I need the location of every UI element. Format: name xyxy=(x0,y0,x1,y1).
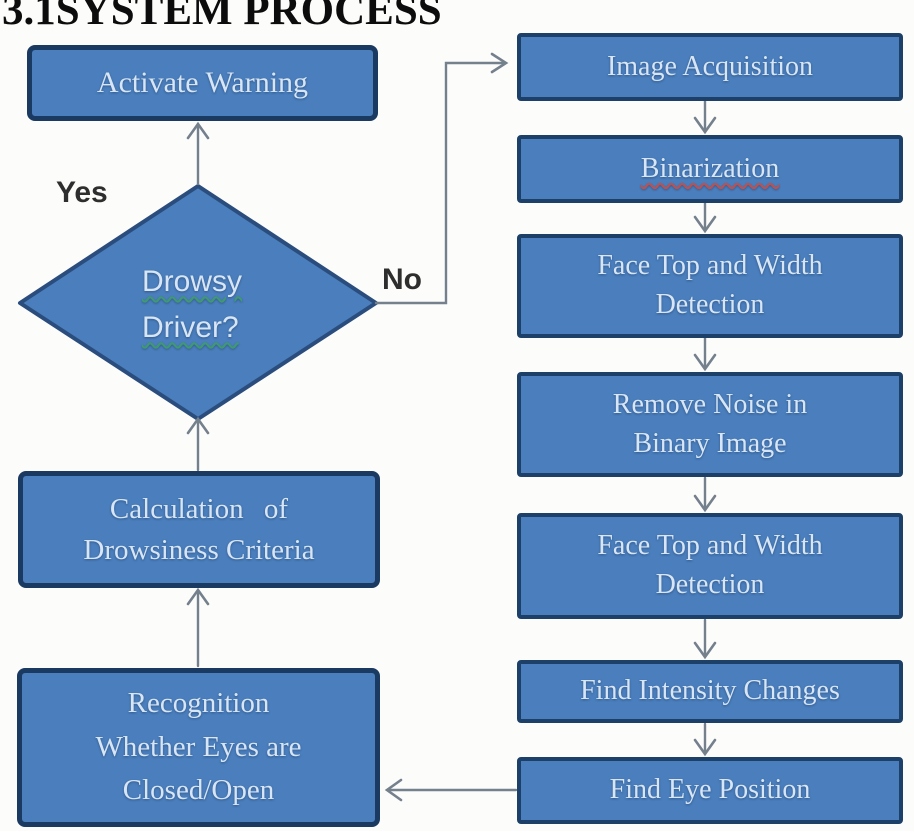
node-label-line-1: Calculation of xyxy=(109,493,289,526)
node-calculation: Calculation of Drowsiness Criteria xyxy=(18,471,380,588)
node-face-top-width-1: Face Top and Width Detection xyxy=(517,234,903,338)
arrowhead-up-activate-icon xyxy=(186,121,210,140)
arrowhead-left-recognition-icon xyxy=(384,778,403,802)
arrowhead-up-calculation-icon xyxy=(186,587,210,606)
arrowhead-up-decision-icon xyxy=(186,416,210,435)
node-label: Find Eye Position xyxy=(609,774,811,806)
arrowhead-down-intensity-icon xyxy=(693,641,717,660)
node-label-line-3: Closed/Open xyxy=(122,774,275,807)
node-label: Binarization xyxy=(640,152,780,184)
node-find-eye: Find Eye Position xyxy=(517,757,903,824)
node-label-line-2: Detection xyxy=(655,569,765,600)
arrowhead-down-facetop1-icon xyxy=(693,215,717,234)
node-decision-label: Drowsy Driver? xyxy=(142,259,242,351)
node-label-line-1: Face Top and Width xyxy=(597,530,823,562)
branch-label-no: No xyxy=(382,263,422,296)
node-binarization: Binarization xyxy=(517,135,903,203)
decision-line-1: Drowsy xyxy=(142,265,243,298)
node-label-line-1: Face Top and Width xyxy=(597,250,823,282)
arrowhead-down-findeye-icon xyxy=(693,738,717,757)
node-recognition: Recognition Whether Eyes are Closed/Open xyxy=(17,668,380,827)
node-find-intensity: Find Intensity Changes xyxy=(517,660,903,723)
page-title: 3.1SYSTEM PROCESS xyxy=(2,0,442,34)
node-image-acquisition: Image Acquisition xyxy=(517,33,903,101)
node-label-line-2: Detection xyxy=(655,289,765,320)
node-label-line-1: Recognition xyxy=(127,687,270,720)
arrowhead-down-removenoise-icon xyxy=(693,353,717,372)
node-activate-warning: Activate Warning xyxy=(27,45,378,121)
edge-decision-no-to-image-acquisition xyxy=(374,61,507,305)
arrowhead-down-facetop2-icon xyxy=(693,494,717,513)
node-label-line-2: Whether Eyes are xyxy=(95,730,302,763)
node-label-line-1: Remove Noise in xyxy=(612,388,808,420)
arrowhead-right-image-acquisition-icon xyxy=(490,52,509,74)
node-remove-noise: Remove Noise in Binary Image xyxy=(517,372,903,477)
branch-label-yes: Yes xyxy=(56,176,108,209)
arrowhead-down-binarization-icon xyxy=(693,116,717,135)
decision-line-2: Driver? xyxy=(142,311,239,344)
node-face-top-width-2: Face Top and Width Detection xyxy=(517,513,903,619)
node-label-line-2: Binary Image xyxy=(633,427,787,459)
node-label: Image Acquisition xyxy=(606,50,814,82)
node-label: Find Intensity Changes xyxy=(580,675,840,707)
node-label-line-2: Drowsiness Criteria xyxy=(83,533,315,566)
node-label: Activate Warning xyxy=(96,66,309,100)
